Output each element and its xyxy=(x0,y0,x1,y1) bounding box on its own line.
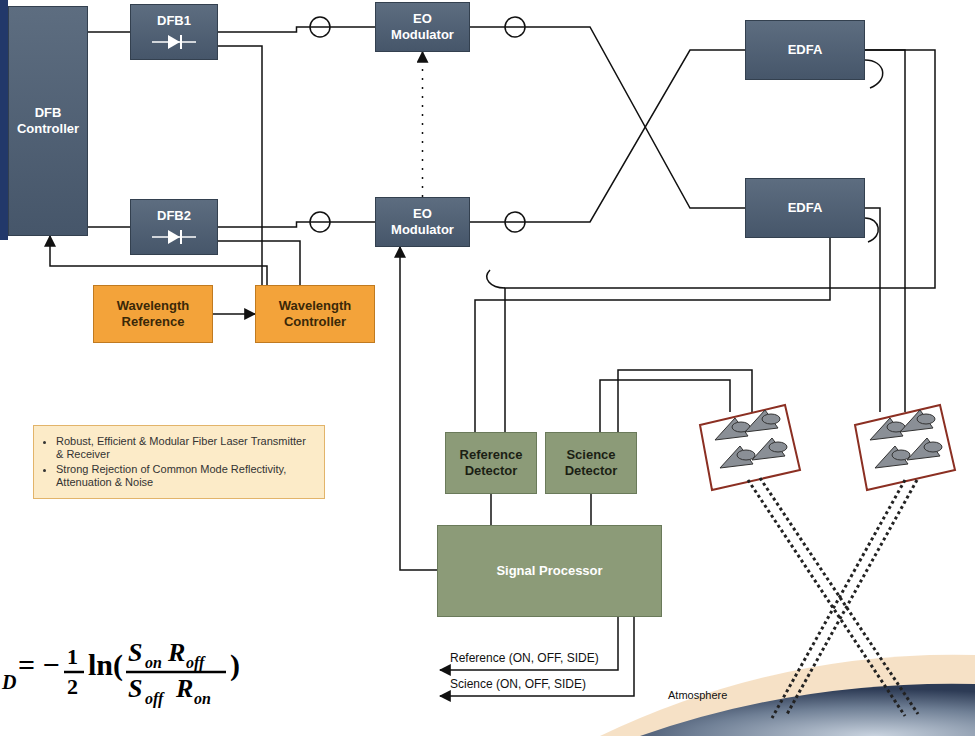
formula-symbol: R xyxy=(176,676,193,702)
fiber-connector xyxy=(218,46,262,285)
formula-subscript: off xyxy=(145,691,163,707)
fiber-connector xyxy=(475,238,830,432)
formula-text: = − xyxy=(18,650,60,680)
fiber-connector xyxy=(470,27,745,208)
side-bar xyxy=(0,0,8,240)
controller-box: DFB Controller xyxy=(8,6,88,236)
diode-symbol xyxy=(152,33,196,51)
formula-symbol: S xyxy=(128,676,142,702)
box-label: DFB1 xyxy=(157,13,191,29)
amplifier-box: EDFA xyxy=(745,178,865,238)
laser-beams xyxy=(748,478,918,718)
laser-box: DFB2 xyxy=(130,199,218,255)
laser-box: DFB1 xyxy=(130,4,218,60)
reference-box: Wavelength Reference xyxy=(93,285,213,343)
formula-number: 2 xyxy=(67,676,78,698)
formula-subscript: on xyxy=(194,691,211,707)
box-label: Wavelength Reference xyxy=(98,298,208,329)
fiber-wires xyxy=(487,50,905,432)
atmosphere-band xyxy=(600,655,975,736)
formula-subscript: off xyxy=(186,655,204,671)
formula-number: 1 xyxy=(67,646,78,668)
box-label: DFB Controller xyxy=(13,105,83,136)
earth-surface xyxy=(640,684,975,736)
fiber-connector xyxy=(218,222,375,227)
box-label: EDFA xyxy=(788,42,823,58)
fiber-connector xyxy=(490,494,492,525)
box-label: EO Modulator xyxy=(380,11,465,42)
fiber-connector xyxy=(400,247,437,570)
output-arrows xyxy=(440,617,634,696)
box-label: Reference Detector xyxy=(450,447,532,478)
processor-box: Signal Processor xyxy=(437,525,662,617)
formula-subscript: D xyxy=(2,672,16,692)
fiber-connector xyxy=(88,226,130,228)
formula-symbol: R xyxy=(168,640,185,666)
fiber-connector xyxy=(505,50,935,432)
box-label: Science Detector xyxy=(550,447,632,478)
signal-label: Reference (ON, OFF, SIDE) xyxy=(450,652,599,664)
fiber-connector xyxy=(422,52,424,197)
formula-symbol: S xyxy=(128,640,142,666)
detector-box: Reference Detector xyxy=(445,432,537,494)
box-label: DFB2 xyxy=(157,208,191,224)
note-text: Robust, Efficient & Modular Fiber Laser … xyxy=(56,435,316,461)
detector-box: Science Detector xyxy=(545,432,637,494)
fiber-connector xyxy=(88,31,130,33)
fiber-connector xyxy=(213,313,255,315)
modulator-box: EO Modulator xyxy=(375,197,470,247)
fiber-connector xyxy=(218,27,375,32)
box-label: EO Modulator xyxy=(380,206,465,237)
note-text: Strong Rejection of Common Mode Reflecti… xyxy=(56,463,316,489)
fiber-connector xyxy=(590,494,592,525)
bullet-list: Robust, Efficient & Modular Fiber Laser … xyxy=(42,434,316,490)
formula-text: ln( xyxy=(88,650,123,680)
box-label: EDFA xyxy=(788,200,823,216)
fiber-connector xyxy=(470,50,745,222)
signal-label: Science (ON, OFF, SIDE) xyxy=(450,678,586,690)
formula-text: ) xyxy=(230,650,240,680)
amplifier-box: EDFA xyxy=(745,20,865,80)
fiber-connector xyxy=(218,241,300,285)
modulator-box: EO Modulator xyxy=(375,2,470,52)
note-box: Robust, Efficient & Modular Fiber Laser … xyxy=(33,425,325,499)
box-label: Signal Processor xyxy=(496,563,602,579)
region-label: Atmosphere xyxy=(668,690,727,701)
telescope-array xyxy=(700,405,955,490)
formula-subscript: on xyxy=(145,655,162,671)
box-label: Wavelength Controller xyxy=(260,298,370,329)
controller-box: Wavelength Controller xyxy=(255,285,375,343)
diode-symbol xyxy=(152,228,196,246)
